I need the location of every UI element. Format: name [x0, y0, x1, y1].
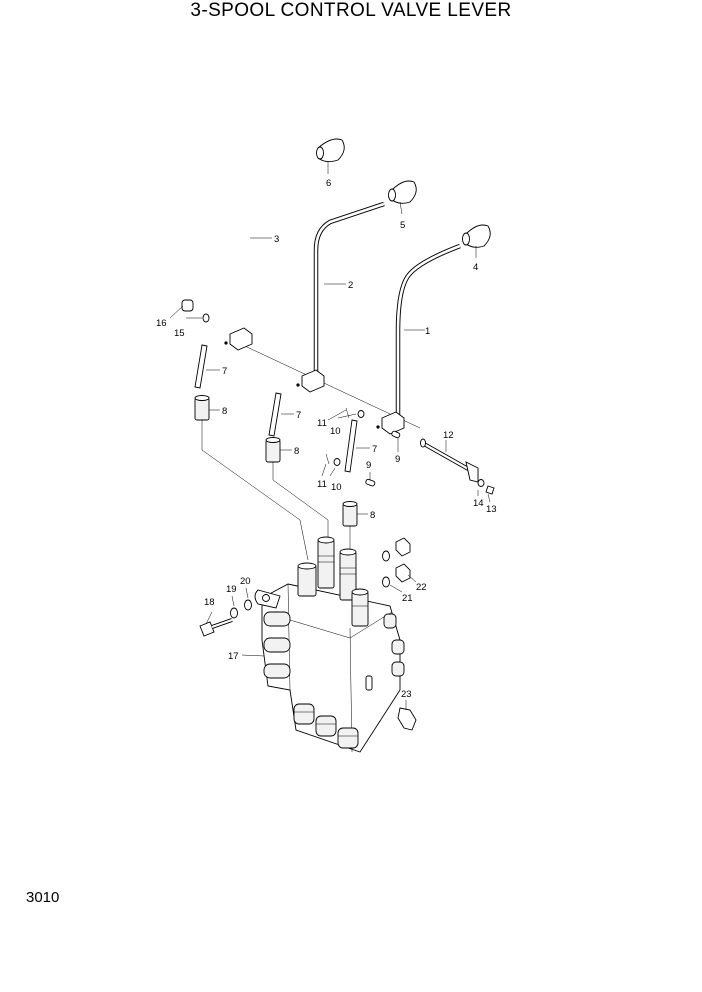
callout-9b: 9: [366, 460, 371, 471]
callout-7a: 7: [222, 366, 227, 377]
callout-3: 3: [274, 234, 279, 245]
lever-base-blocks: [224, 327, 405, 435]
callout-2: 2: [348, 280, 353, 291]
callout-14: 14: [473, 498, 484, 509]
knob-6: [316, 138, 345, 163]
callout-6: 6: [326, 178, 331, 189]
fitting-23: [397, 707, 417, 731]
callout-leaders: [169, 162, 491, 710]
washers-19-20: [230, 599, 252, 619]
callout-22: 22: [416, 582, 427, 593]
callout-8b: 8: [294, 446, 299, 457]
callout-9a: 9: [395, 454, 400, 465]
lever-1: [395, 243, 461, 418]
knob-4: [462, 224, 491, 248]
control-valve-17: [254, 536, 405, 753]
callout-17: 17: [228, 651, 239, 662]
callout-20: 20: [240, 576, 251, 587]
callout-12: 12: [443, 430, 454, 441]
callout-labels: 1 2 3 4 5 6 7 7 7 8 8 8 9 9 10 10 11 11 …: [156, 178, 497, 700]
callout-18: 18: [204, 597, 215, 608]
bolt-18: [199, 618, 233, 637]
plugs-22: [395, 537, 411, 583]
pins-9-10-11: [325, 407, 401, 487]
washer-15: [202, 313, 210, 323]
callout-4: 4: [473, 262, 478, 273]
callout-23: 23: [401, 689, 412, 700]
cap-16: [181, 299, 194, 312]
callout-19: 19: [226, 584, 237, 595]
washer-nut-13-14: [477, 479, 495, 495]
callout-21: 21: [402, 593, 413, 604]
page-number: 3010: [26, 889, 60, 906]
callout-13: 13: [486, 504, 497, 515]
page-title: 3-SPOOL CONTROL VALVE LEVER: [190, 0, 512, 21]
sleeves-8: [194, 395, 358, 527]
lever-2: [313, 201, 385, 372]
callout-11a: 11: [317, 418, 327, 429]
bolt-12: [420, 438, 479, 483]
callout-15: 15: [174, 328, 185, 339]
knob-5: [388, 180, 417, 204]
rods-7: [194, 344, 358, 473]
callout-8a: 8: [222, 406, 227, 417]
callout-1: 1: [425, 326, 430, 337]
callout-7c: 7: [372, 444, 377, 455]
callout-11b: 11: [317, 479, 327, 490]
callout-16: 16: [156, 318, 167, 329]
o-rings-21: [382, 550, 390, 588]
callout-10a: 10: [330, 426, 341, 437]
callout-8c: 8: [370, 510, 375, 521]
callout-5: 5: [400, 220, 405, 231]
callout-10b: 10: [331, 482, 342, 493]
lever-3: [242, 156, 319, 332]
callout-7b: 7: [296, 410, 301, 421]
